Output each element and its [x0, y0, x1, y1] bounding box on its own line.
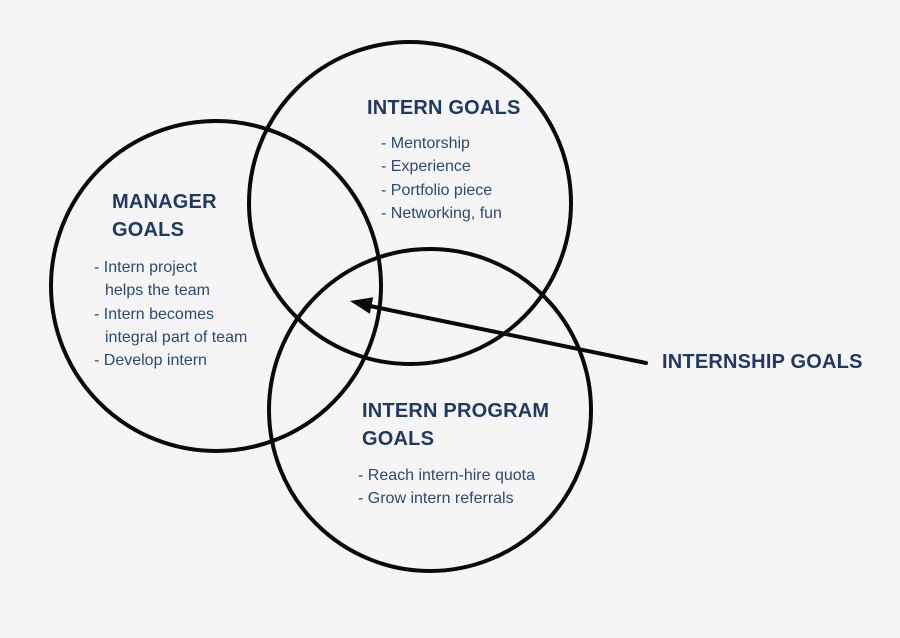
program-goals-title: INTERN PROGRAM GOALS	[362, 400, 550, 450]
goal-item: - Intern project	[94, 259, 198, 276]
goal-item: - Develop intern	[94, 352, 207, 370]
arrow-connector	[368, 304, 648, 365]
goal-item: - Grow intern referrals	[358, 490, 514, 508]
program-goals-list: - Reach intern-hire quota - Grow intern r…	[358, 464, 535, 511]
goal-item: - Intern becomes	[94, 305, 215, 323]
internship-goals-label: INTERNSHIP GOALS	[662, 351, 863, 373]
goal-item: - Experience	[381, 158, 471, 176]
program-goals-circle	[267, 247, 593, 573]
intern-goals-circle	[247, 40, 573, 366]
goal-item: helps the team	[105, 282, 210, 300]
goal-item: integral part of team	[105, 328, 248, 346]
manager-goals-title: MANAGER GOALS	[112, 191, 217, 241]
manager-goals-list: - Intern project helps the team - Intern b…	[94, 256, 247, 372]
goal-item: - Reach intern-hire quota	[358, 467, 535, 484]
arrowhead-icon	[350, 297, 374, 314]
intern-goals-title: INTERN GOALS	[367, 97, 521, 119]
goal-item: - Portfolio piece	[381, 181, 493, 199]
goal-item: - Mentorship	[381, 135, 470, 152]
intern-goals-list: - Mentorship - Experience - Portfolio piec…	[381, 132, 502, 225]
goal-item: - Networking, fun	[381, 204, 502, 222]
manager-goals-circle	[49, 119, 383, 453]
